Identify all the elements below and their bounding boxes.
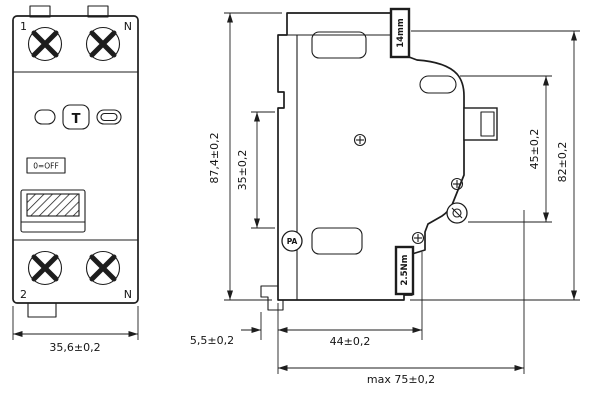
toggle-handle bbox=[26, 193, 80, 217]
terminal-protrusion bbox=[463, 107, 498, 141]
din-rail-clip bbox=[260, 285, 284, 311]
strip-length-box: 14mm bbox=[389, 7, 411, 59]
dim-label-clip-offset: 5,5±0,2 bbox=[190, 334, 234, 347]
switch-marking-label: 0=OFF bbox=[33, 162, 59, 171]
dim-overall-height: 87,4±0,2 bbox=[208, 12, 282, 301]
dim-label-width: 35,6±0,2 bbox=[49, 341, 100, 354]
screw-head bbox=[27, 250, 63, 286]
dim-label-overall-height: 87,4±0,2 bbox=[208, 132, 221, 183]
dim-label-rail-section: 35±0,2 bbox=[236, 150, 249, 191]
housing-screw-icon bbox=[411, 231, 425, 245]
dim-depth: 44±0,2 bbox=[277, 252, 423, 374]
label-recess-top bbox=[311, 31, 367, 59]
label-recess-bottom bbox=[311, 227, 363, 255]
housing-screw-icon bbox=[450, 177, 464, 191]
terminal-screw-top-right bbox=[85, 26, 121, 62]
dim-max-depth: max 75±0,2 bbox=[278, 210, 525, 386]
screw-head bbox=[27, 26, 63, 62]
indicator-window-icon bbox=[34, 109, 56, 125]
toggle-frame bbox=[20, 189, 86, 233]
dim-clip-offset: 5,5±0,2 bbox=[190, 312, 262, 347]
screw-slot-icon bbox=[89, 30, 117, 58]
terminal-screw-top-left bbox=[27, 26, 63, 62]
terminal-screw-boss bbox=[446, 202, 468, 224]
terminal-screw-bottom-left bbox=[27, 250, 63, 286]
terminal-screw-bottom-right bbox=[85, 250, 121, 286]
flag-indicator-icon bbox=[96, 109, 122, 125]
switch-marking-plate bbox=[26, 157, 66, 174]
torque-label: 2.5Nm bbox=[400, 254, 410, 285]
terminal-label-n-bottom: N bbox=[124, 288, 132, 301]
front-view: 1 N T 0=OFF 2 N bbox=[12, 5, 139, 318]
terminal-label-n-top: N bbox=[124, 20, 132, 33]
terminal-label-2: 2 bbox=[20, 288, 27, 301]
dim-front-width: 35,6±0,2 bbox=[12, 306, 139, 354]
mounting-tab-top-left bbox=[29, 5, 51, 18]
screw-slot-icon bbox=[31, 254, 59, 282]
dim-rail-section: 35±0,2 bbox=[236, 111, 275, 229]
dim-label-right-section: 45±0,2 bbox=[528, 129, 541, 170]
material-label: PA bbox=[287, 237, 298, 246]
dim-label-depth: 44±0,2 bbox=[330, 335, 371, 348]
front-body bbox=[12, 15, 139, 304]
side-view: PA 14mm 2.5Nm bbox=[260, 7, 498, 311]
screw-slot-icon bbox=[31, 30, 59, 58]
toggle-switch bbox=[20, 189, 86, 233]
test-button-label: T bbox=[72, 112, 81, 127]
test-button bbox=[62, 104, 90, 130]
strip-length-label: 14mm bbox=[396, 18, 406, 48]
screw-head bbox=[85, 250, 121, 286]
screw-head bbox=[85, 26, 121, 62]
dim-label-max-depth: max 75±0,2 bbox=[367, 373, 435, 386]
mounting-tab-top-right bbox=[87, 5, 109, 18]
oval-slot bbox=[419, 75, 457, 94]
dim-right-overall: 82±0,2 bbox=[410, 30, 580, 301]
material-mark: PA bbox=[281, 230, 303, 252]
torque-box: 2.5Nm bbox=[394, 245, 415, 296]
housing-screw-icon bbox=[353, 133, 367, 147]
terminal-label-1: 1 bbox=[20, 20, 27, 33]
mounting-tab-bottom bbox=[27, 302, 57, 318]
screw-slot-icon bbox=[89, 254, 117, 282]
dim-right-section: 45±0,2 bbox=[460, 75, 552, 223]
dim-label-right-overall: 82±0,2 bbox=[556, 142, 569, 183]
